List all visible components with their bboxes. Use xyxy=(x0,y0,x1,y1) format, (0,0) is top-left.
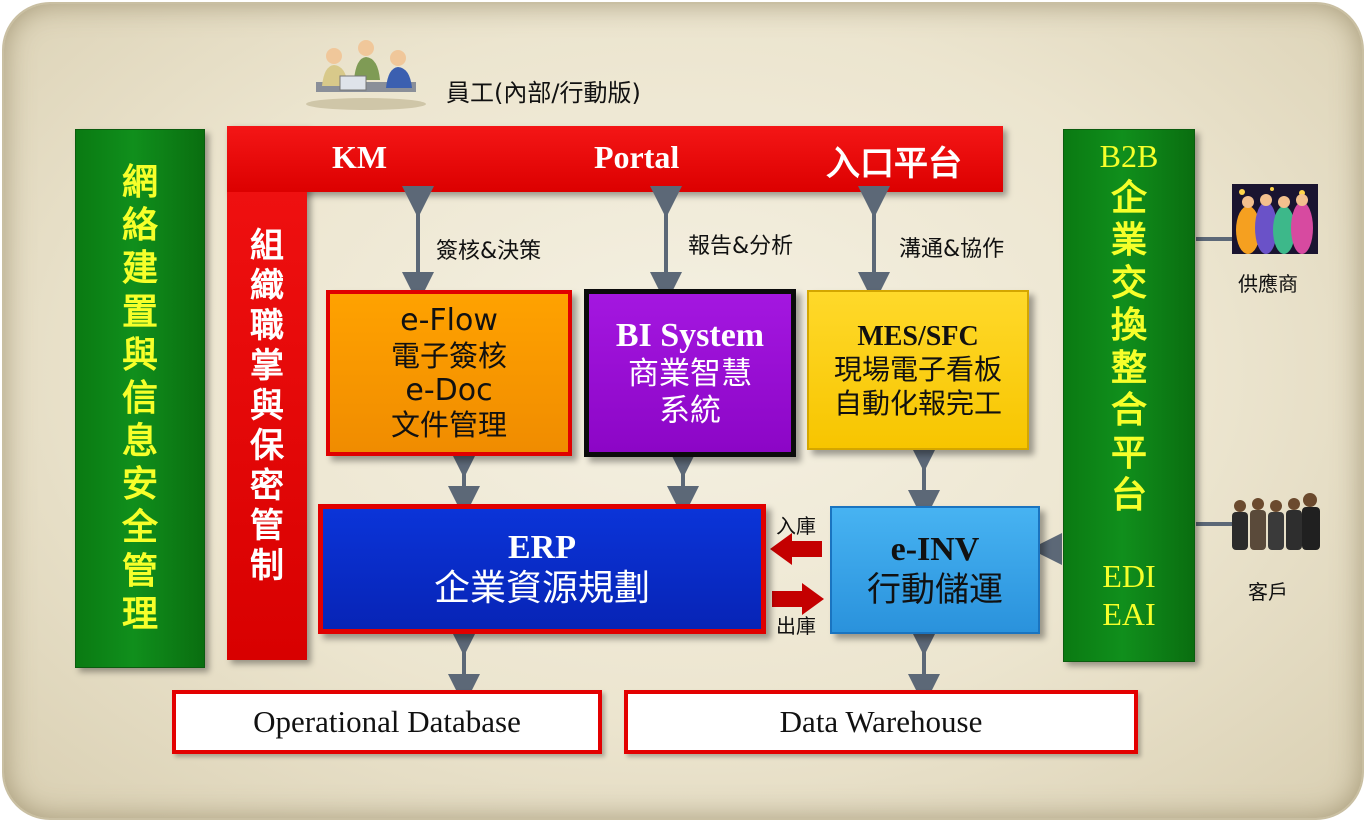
data-warehouse-label: Data Warehouse xyxy=(779,704,983,739)
b2b-char: 台 xyxy=(1110,475,1147,517)
edi-label: EDI xyxy=(1102,558,1156,594)
einv-subtitle: 行動儲運 xyxy=(867,570,1003,610)
mes-box[interactable]: MES/SFC 現場電子看板 自動化報完工 xyxy=(807,290,1029,450)
org-control-char: 職 xyxy=(250,305,284,346)
erp-box[interactable]: ERP 企業資源規劃 xyxy=(318,504,766,634)
b2b-bar: B2B 企業交換整合平台 EDI EAI xyxy=(1063,129,1195,662)
b2b-title: B2B xyxy=(1099,138,1159,174)
customer-label: 客戶 xyxy=(1248,580,1288,604)
operational-database-box[interactable]: Operational Database xyxy=(172,690,602,754)
org-control-char: 組 xyxy=(250,225,284,266)
bi-subtitle: 商業智慧 xyxy=(628,356,752,393)
eflow-subtitle: 電子簽核 xyxy=(390,338,507,373)
org-control-char: 與 xyxy=(250,385,284,426)
b2b-chars: 企業交換整合平台 xyxy=(1064,178,1194,518)
operational-database-label: Operational Database xyxy=(253,704,521,739)
report-analysis-label: 報告&分析 xyxy=(688,234,794,259)
einv-box[interactable]: e-INV 行動儲運 xyxy=(830,506,1040,634)
org-control-text-wrap: 組織職掌與保密管制 xyxy=(227,196,307,616)
km-label: KM xyxy=(332,139,388,175)
mes-subtitle-2: 自動化報完工 xyxy=(833,386,1002,420)
network-security-bar: 網絡建置與信息安全管理 xyxy=(75,129,205,668)
edoc-title: e-Doc xyxy=(405,373,493,408)
b2b-char: 換 xyxy=(1110,305,1147,347)
b2b-char: 企 xyxy=(1110,178,1147,219)
edoc-subtitle: 文件管理 xyxy=(390,408,507,443)
eflow-box[interactable]: e-Flow 電子簽核 e-Doc 文件管理 xyxy=(326,290,572,456)
network-security-char: 管 xyxy=(121,550,158,592)
b2b-char: 業 xyxy=(1110,220,1147,262)
network-security-char: 信 xyxy=(121,377,158,419)
network-security-char: 網 xyxy=(121,161,158,203)
eai-label: EAI xyxy=(1102,596,1156,632)
employees-label: 員工(內部/行動版) xyxy=(446,79,641,107)
network-security-char: 息 xyxy=(121,421,158,463)
erp-title: ERP xyxy=(508,528,576,566)
b2b-char: 交 xyxy=(1110,262,1147,304)
org-control-char: 管 xyxy=(250,506,284,547)
org-control-bar xyxy=(227,126,307,660)
network-security-char: 安 xyxy=(121,464,158,506)
comm-collab-label: 溝通&協作 xyxy=(899,237,1005,262)
network-security-char: 置 xyxy=(121,291,158,333)
b2b-char: 整 xyxy=(1110,347,1147,389)
org-control-char: 密 xyxy=(250,466,284,507)
sign-decision-label: 簽核&決策 xyxy=(436,239,542,264)
portal-bar-top xyxy=(227,126,1003,192)
org-control-char: 掌 xyxy=(250,345,284,386)
org-control-char: 織 xyxy=(250,265,284,306)
portal-zh-label: 入口平台 xyxy=(826,144,962,184)
mes-subtitle: 現場電子看板 xyxy=(833,353,1002,387)
network-security-char: 理 xyxy=(121,593,158,635)
einv-title: e-INV xyxy=(890,530,980,568)
bi-title: BI System xyxy=(615,317,765,355)
portal-label: Portal xyxy=(594,139,680,175)
supplier-icon xyxy=(1232,184,1318,254)
out-stock-label: 出庫 xyxy=(776,614,816,638)
org-control-text: 組織職掌與保密管制 xyxy=(250,226,284,587)
network-security-text: 網絡建置與信息安全管理 xyxy=(122,161,158,636)
mes-title: MES/SFC xyxy=(857,321,979,353)
supplier-label: 供應商 xyxy=(1238,272,1298,296)
network-security-char: 絡 xyxy=(121,205,158,247)
erp-subtitle: 企業資源規劃 xyxy=(433,567,650,609)
org-control-char: 制 xyxy=(250,546,284,587)
network-security-char: 全 xyxy=(121,507,158,549)
data-warehouse-box[interactable]: Data Warehouse xyxy=(624,690,1138,754)
network-security-char: 建 xyxy=(121,248,158,290)
customer-icon xyxy=(1232,493,1320,550)
bi-subtitle-2: 系統 xyxy=(659,393,721,430)
b2b-char: 平 xyxy=(1110,432,1147,474)
b2b-char: 合 xyxy=(1110,390,1147,432)
in-stock-label: 入庫 xyxy=(776,514,816,538)
org-control-char: 保 xyxy=(250,426,284,467)
network-security-char: 與 xyxy=(121,334,158,376)
bi-system-box[interactable]: BI System 商業智慧 系統 xyxy=(584,289,796,457)
eflow-title: e-Flow xyxy=(400,303,498,339)
employees-icon xyxy=(306,40,426,110)
